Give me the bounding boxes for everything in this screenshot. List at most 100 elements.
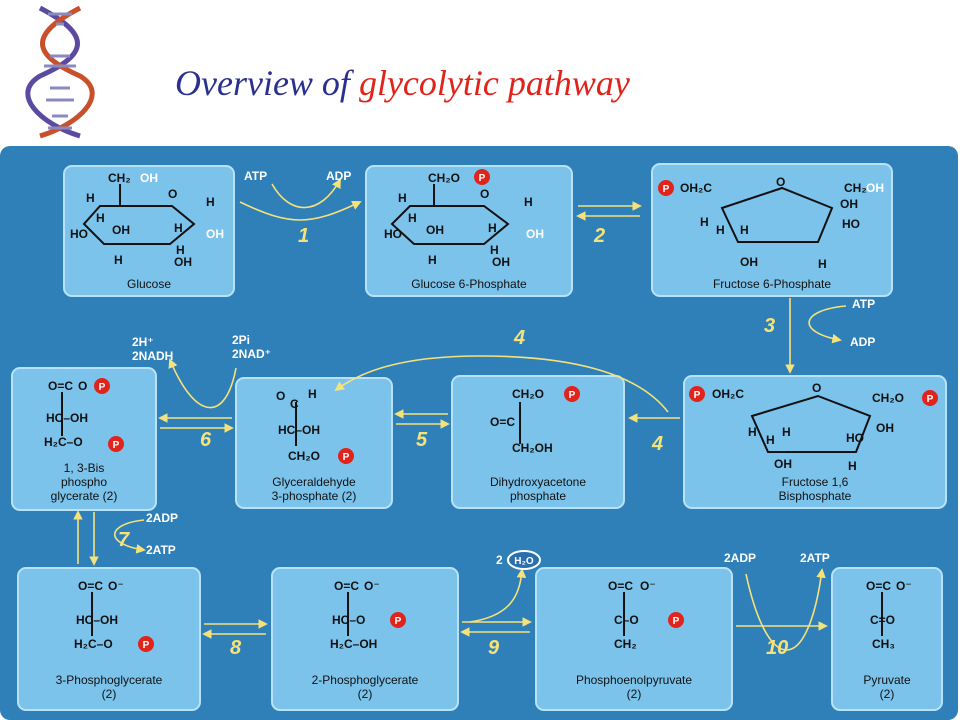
phosphate-icon: P	[390, 612, 406, 628]
reaction-8-number: 8	[230, 637, 242, 659]
bpg13-atom-c-o: O=C	[48, 379, 73, 393]
f16bp-atom-ring-o: O	[812, 381, 821, 395]
reaction-9-water-prefix: 2	[496, 553, 503, 567]
reaction-10-curve	[745, 568, 826, 651]
dhap-label-line-1: Dihydroxyacetone	[490, 475, 586, 489]
bpg13-label-line-1: 1, 3-Bis	[64, 461, 105, 475]
pep-atom-c-o: O=C	[608, 579, 633, 593]
f6p-atom-oh-right: OH	[840, 197, 858, 211]
f6p-atom-ring-o: O	[776, 175, 785, 189]
reaction-1-arrow	[239, 200, 362, 221]
f16bp-atom-h4: H	[848, 459, 857, 473]
f6p-atom-oh2c: OH₂C	[680, 181, 712, 195]
gap-label-line-2: 3-phosphate (2)	[272, 489, 357, 503]
reaction-6-in-line-2: 2NAD⁺	[232, 347, 271, 361]
pep-label-line-2: (2)	[627, 687, 642, 701]
glucose-atom-h4: H	[174, 221, 183, 235]
fructose-1-6-bisphosphate-box: P OH₂C O CH₂O P H HO OH H H OH H Fructos…	[683, 375, 947, 509]
pyruvate-atom-o-minus: O⁻	[896, 579, 912, 593]
pg3-atom-o-minus: O⁻	[108, 579, 124, 593]
pg2-label-line-2: (2)	[358, 687, 373, 701]
phosphoenolpyruvate-box: O=C O⁻ C–O P CH₂ Phosphoenolpyruvate (2)	[535, 567, 733, 711]
reaction-10-in-label: 2ADP	[724, 551, 756, 565]
reaction-3-out-label: ADP	[850, 335, 875, 349]
f6p-atom-h1: H	[700, 215, 709, 229]
g6p-atom-h2: H	[524, 195, 533, 209]
g6p-atom-h5: H	[490, 243, 499, 257]
pyruvate-atom-c-o-double: C=O	[870, 613, 895, 627]
reaction-5-number: 5	[416, 429, 428, 451]
glyceraldehyde-3-phosphate-box: O C H HC–OH CH₂O P Glyceraldehyde 3-phos…	[235, 377, 393, 509]
reaction-1-curve	[271, 178, 341, 209]
dhap-label-line-2: phosphate	[510, 489, 566, 503]
f6p-atom-h4: H	[818, 257, 827, 271]
pg2-atom-c-o: O=C	[334, 579, 359, 593]
reaction-9-water-label: H₂O	[514, 556, 534, 567]
fructose-6-phosphate-label: Fructose 6-Phosphate	[713, 277, 831, 291]
reaction-7-number: 7	[118, 529, 130, 551]
reaction-9-curve	[469, 568, 527, 623]
fructose-6-phosphate-box: P OH₂C O CH₂ OH H HO OH H H OH H Fructos…	[651, 163, 893, 297]
glucose-atom-ring-o: O	[168, 187, 177, 201]
pep-atom-o-minus: O⁻	[640, 579, 656, 593]
glucose-atom-h2: H	[206, 195, 215, 209]
bpg13-atom-o: O	[78, 379, 87, 393]
svg-text:P: P	[673, 616, 680, 627]
reaction-10-out-label: 2ATP	[800, 551, 830, 565]
pg3-label-line-1: 3-Phosphoglycerate	[56, 673, 163, 687]
2-phosphoglycerate-box: O=C O⁻ HC–O P H₂C–OH 2-Phosphoglycerate …	[271, 567, 459, 711]
title-part-1: Overview of	[175, 63, 359, 103]
water-icon: H₂O	[507, 550, 541, 570]
reaction-7-curve	[113, 519, 146, 554]
f16bp-label-line-1: Fructose 1,6	[782, 475, 849, 489]
pep-atom-ch2: CH₂	[614, 637, 637, 651]
glucose-atom-h5: H	[176, 243, 185, 257]
pg2-atom-hc-o: HC–O	[332, 613, 365, 627]
g6p-atom-h3: H	[408, 211, 417, 225]
phosphate-icon: P	[94, 378, 110, 394]
reaction-7-in-label: 2ADP	[146, 511, 178, 525]
dhap-atom-ch2oh: CH₂OH	[512, 441, 553, 455]
pyruvate-atom-c-o: O=C	[866, 579, 891, 593]
glucose-atom-oh-top: OH	[140, 171, 158, 185]
reaction-9-number: 9	[488, 637, 500, 659]
pg3-atom-h2c-o: H₂C–O	[74, 637, 113, 651]
gap-atom-h: H	[308, 387, 317, 401]
reaction-3-curve	[808, 305, 847, 344]
g6p-atom-ho: HO	[384, 227, 402, 241]
svg-text:P: P	[343, 452, 350, 463]
f6p-atom-ch2: CH₂	[844, 181, 867, 195]
glucose-label: Glucose	[127, 277, 171, 291]
g6p-atom-ring-o: O	[480, 187, 489, 201]
reaction-1-out-label: ADP	[326, 169, 351, 183]
pg3-atom-c-o: O=C	[78, 579, 103, 593]
glucose-atom-h3: H	[96, 211, 105, 225]
reaction-6-number: 6	[200, 429, 212, 451]
f16bp-label-line-2: Bisphosphate	[779, 489, 852, 503]
phosphate-icon: P	[474, 169, 490, 185]
glucose-atom-h6: H	[114, 253, 123, 267]
f16bp-atom-oh2c: OH₂C	[712, 387, 744, 401]
reaction-3-number: 3	[764, 315, 775, 337]
reaction-4-number-right: 4	[651, 433, 663, 455]
g6p-atom-h6: H	[428, 253, 437, 267]
f6p-atom-oh-bottom: OH	[740, 255, 758, 269]
pg3-label-line-2: (2)	[102, 687, 117, 701]
pg2-label-line-1: 2-Phosphoglycerate	[312, 673, 419, 687]
bisphosphoglycerate-box: O=C O P HC–OH H₂C–O P 1, 3-Bis phospho g…	[11, 367, 157, 511]
svg-text:P: P	[663, 184, 670, 195]
svg-text:P: P	[99, 382, 106, 393]
phosphate-icon: P	[108, 436, 124, 452]
reaction-6-out-line-1: 2H⁺	[132, 335, 154, 349]
3-phosphoglycerate-box: O=C O⁻ HC–OH H₂C–O P 3-Phosphoglycerate …	[17, 567, 201, 711]
g6p-atom-oh-mid: OH	[426, 223, 444, 237]
reaction-1-in-label: ATP	[244, 169, 267, 183]
f16bp-atom-ho: HO	[846, 431, 864, 445]
svg-text:P: P	[113, 440, 120, 451]
f16bp-atom-h3: H	[782, 425, 791, 439]
pyruvate-label-line-1: Pyruvate	[863, 673, 911, 687]
f6p-atom-h2: H	[716, 223, 725, 237]
slide-title: Overview of glycolytic pathway	[175, 62, 630, 104]
f6p-atom-oh-top: OH	[866, 181, 884, 195]
phosphate-icon: P	[564, 386, 580, 402]
